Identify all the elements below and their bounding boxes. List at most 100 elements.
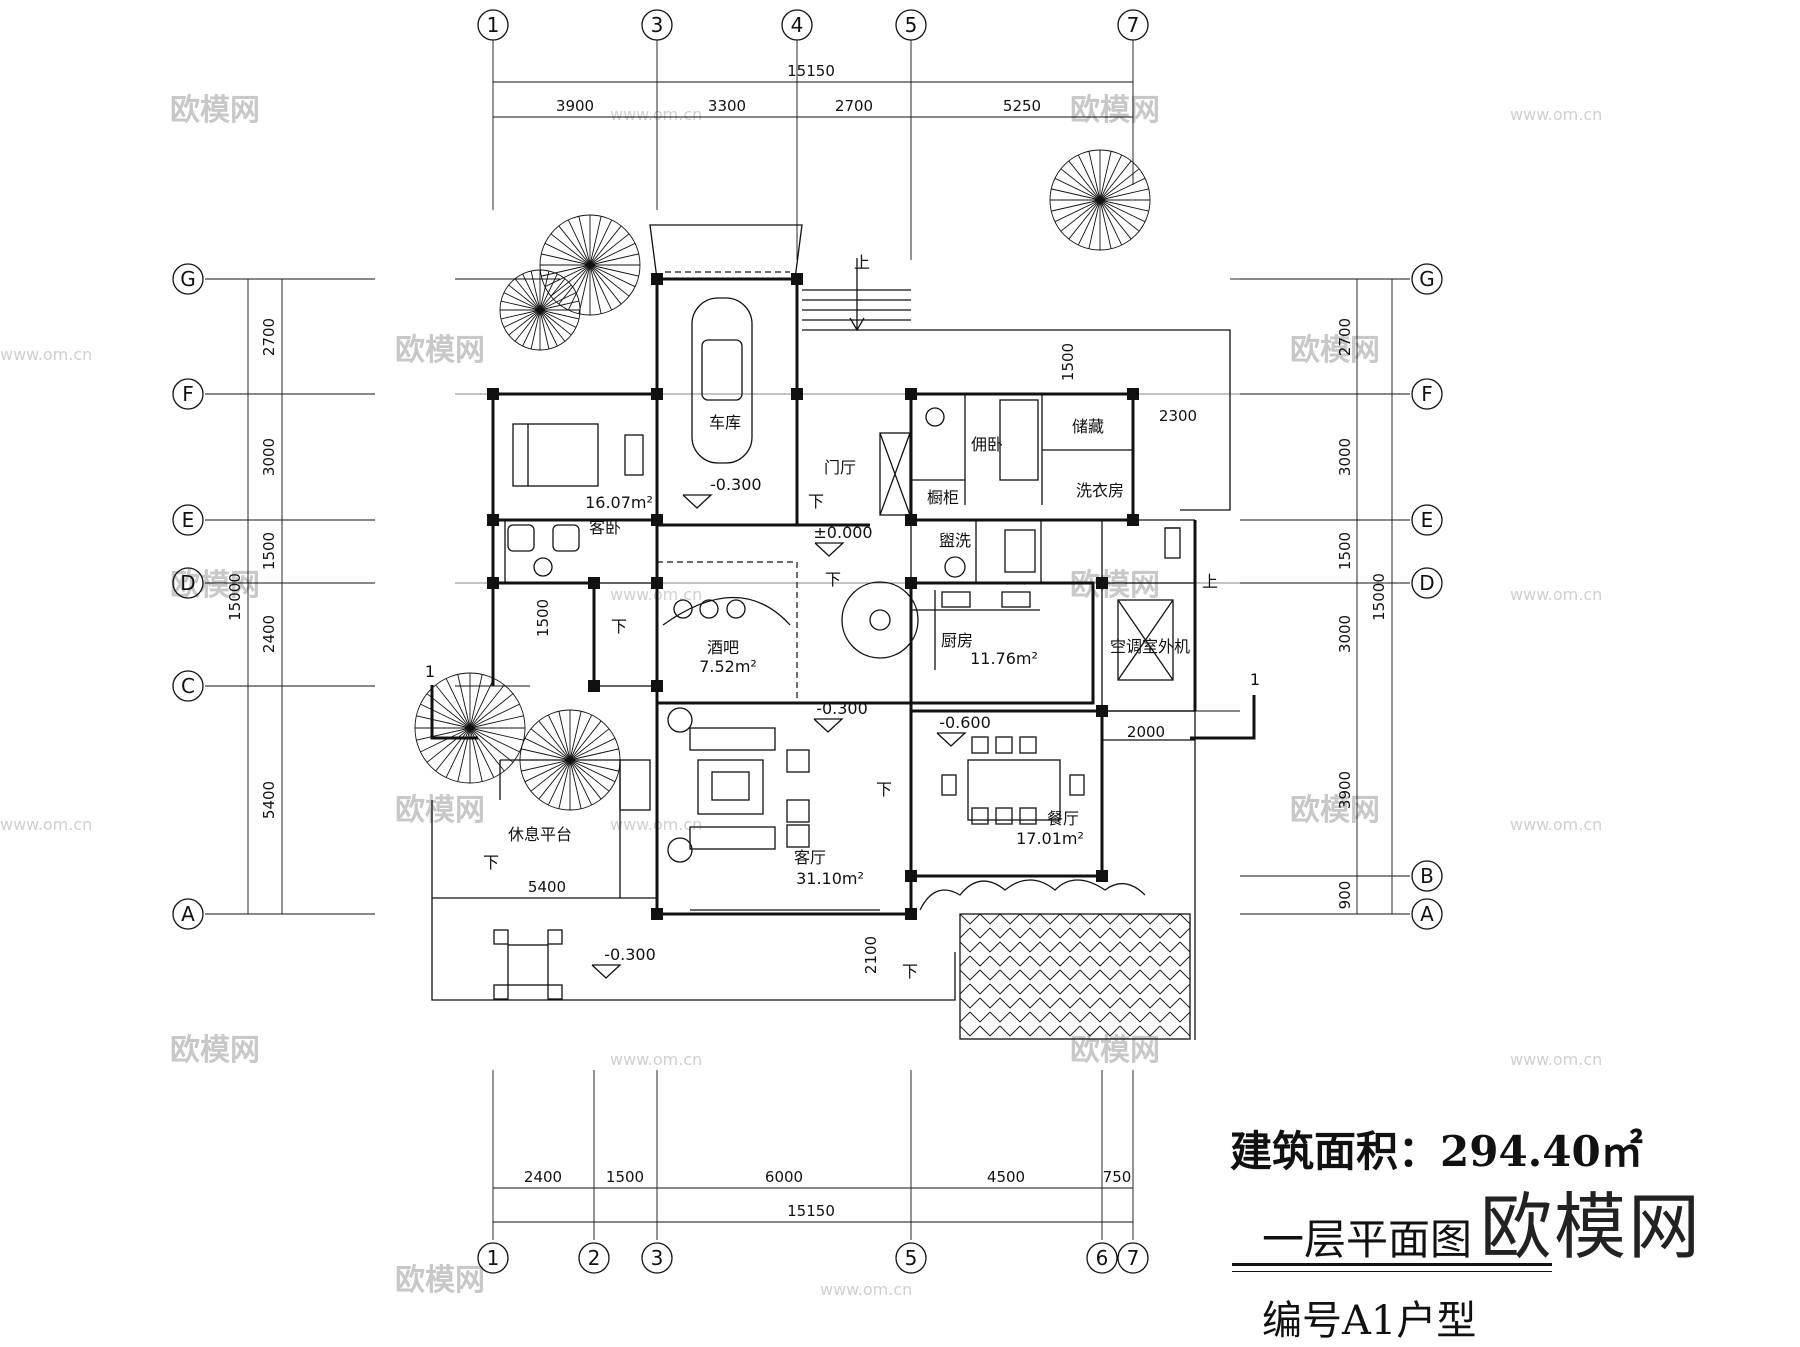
dim-misc-2000: 2000	[1127, 723, 1165, 741]
paved-area	[959, 913, 1191, 1040]
dim-top-seg-2: 3300	[708, 97, 746, 115]
bed-icon	[512, 423, 599, 487]
dim-top-seg-1: 3900	[556, 97, 594, 115]
dim-right-seg-3: 1500	[1336, 532, 1354, 570]
watermark-url: www.om.cn	[820, 1280, 912, 1299]
area-living: 31.10m²	[796, 869, 864, 888]
watermark-url: www.om.cn	[610, 1050, 702, 1069]
watermark-brand: 欧模网	[395, 793, 485, 828]
spiral-stair-icon	[841, 581, 919, 659]
section-mark-right: 1	[1250, 670, 1260, 689]
grid-bottom-1: 1	[487, 1246, 500, 1270]
tree-icon	[1049, 149, 1151, 251]
brand-watermark: 欧模网	[1480, 1185, 1703, 1269]
room-dining: 餐厅	[1047, 809, 1079, 828]
dim-misc-1500-top: 1500	[1059, 343, 1077, 381]
tree-icon	[414, 672, 526, 784]
watermark-brand: 欧模网	[1070, 93, 1160, 128]
dim-bottom-total: 15150	[787, 1202, 835, 1220]
grid-bottom-2: 2	[588, 1246, 601, 1270]
dim-left-seg-1: 2700	[260, 318, 278, 356]
stair-markers: 上 上 下 下 下 下 下 下	[483, 253, 1218, 981]
level-dining: -0.600	[939, 713, 991, 732]
title-block: 建筑面积：294.40㎡ 欧模网 一层平面图 编号A1户型	[1230, 1118, 1750, 1344]
grid-top-1: 1	[487, 13, 500, 37]
grid-left-C: C	[181, 674, 195, 698]
stair-down-terrace: 下	[483, 853, 499, 872]
room-bar: 酒吧	[707, 638, 739, 657]
watermark-url: www.om.cn	[1510, 585, 1602, 604]
grid-lines	[205, 40, 1410, 1240]
dim-right-seg-6: 900	[1336, 881, 1354, 910]
stair-down-patio: 下	[902, 962, 918, 981]
room-laundry: 洗衣房	[1076, 481, 1124, 500]
dim-right-seg-4: 3000	[1336, 615, 1354, 653]
grid-right-E: E	[1421, 508, 1434, 532]
title-underline-thin	[1232, 1271, 1552, 1272]
tree-icon	[539, 214, 641, 316]
room-labels: 车库 -0.300 门厅 ±0.000 客卧 16.07m² 酒吧 7.52m²…	[508, 413, 1190, 979]
tree-icon	[499, 269, 581, 351]
level-living: -0.300	[816, 699, 868, 718]
grid-right-D: D	[1419, 571, 1434, 595]
area-kitchen: 11.76m²	[970, 649, 1038, 668]
room-ac-unit: 空调室外机	[1110, 637, 1190, 656]
car-icon	[691, 297, 753, 464]
stair-down-spiral: 下	[825, 570, 841, 589]
grid-left-D: D	[180, 571, 195, 595]
furniture	[493, 297, 1146, 1000]
dim-bottom-seg-3: 6000	[765, 1168, 803, 1186]
watermark-brand: 欧模网	[395, 333, 485, 368]
plan-name: 一层平面图	[1262, 1215, 1473, 1264]
dim-bottom-seg-4: 4500	[987, 1168, 1025, 1186]
grid-left-A: A	[181, 902, 195, 926]
dim-misc-2100: 2100	[862, 936, 880, 974]
watermark-brand: 欧模网	[1070, 1033, 1160, 1068]
dim-left-seg-4: 2400	[260, 615, 278, 653]
room-kitchen: 厨房	[941, 631, 973, 650]
watermark-brand: 欧模网	[1070, 568, 1160, 603]
armchair-icon	[507, 524, 535, 552]
watermark-url: www.om.cn	[1510, 1050, 1602, 1069]
room-living: 客厅	[794, 848, 826, 867]
watermark-brand: 欧模网	[395, 1263, 485, 1298]
watermark-url: www.om.cn	[0, 815, 92, 834]
patio-table-icon	[507, 944, 549, 986]
title-underline	[1232, 1263, 1552, 1266]
dim-bottom-seg-5: 750	[1103, 1168, 1132, 1186]
level-garage: -0.300	[710, 475, 762, 494]
watermark-url: www.om.cn	[0, 345, 92, 364]
watermark-brand: 欧模网	[170, 1033, 260, 1068]
room-maid: 佣卧	[971, 435, 1003, 454]
grid-right-A: A	[1420, 902, 1434, 926]
building-area: 建筑面积：294.40㎡	[1230, 1127, 1643, 1176]
section-marks: 1 1	[425, 662, 1260, 740]
tree-icon	[519, 709, 621, 811]
room-storage: 储藏	[1072, 417, 1104, 436]
dim-right-seg-5: 3900	[1336, 771, 1354, 809]
level-terrace: -0.300	[604, 945, 656, 964]
dim-right-seg-2: 3000	[1336, 438, 1354, 476]
grid-right-F: F	[1421, 382, 1433, 406]
dining-table-icon	[967, 759, 1061, 821]
dim-top-total: 15150	[787, 62, 835, 80]
area-bar: 7.52m²	[699, 657, 757, 676]
level-foyer: ±0.000	[813, 523, 872, 542]
grid-right-B: B	[1420, 864, 1434, 888]
dim-left-total: 15000	[226, 573, 244, 621]
grid-bubbles: 1 3 4 5 7 1 2 3 5 6 7 G F E D C A	[172, 9, 1443, 1274]
grid-bottom-3: 3	[651, 1246, 664, 1270]
dim-left-seg-2: 3000	[260, 438, 278, 476]
watermark-brand: 欧模网	[170, 93, 260, 128]
trees	[414, 149, 1151, 811]
dim-right-seg-1: 2700	[1336, 318, 1354, 356]
room-wash: 盥洗	[939, 531, 971, 550]
grid-bottom-6: 6	[1096, 1246, 1109, 1270]
dim-left-seg-3: 1500	[260, 532, 278, 570]
dim-misc-5400: 5400	[528, 878, 566, 896]
columns	[487, 273, 1139, 920]
unit-code: 编号A1户型	[1262, 1298, 1477, 1344]
grid-bottom-5: 5	[905, 1246, 918, 1270]
watermark-brand: 欧模网	[1290, 793, 1380, 828]
